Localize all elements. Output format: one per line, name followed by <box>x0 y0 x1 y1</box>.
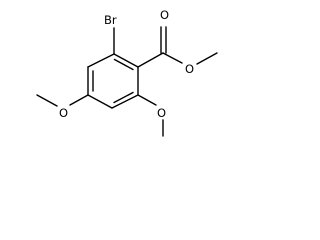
carbonyl-oxygen-label: O <box>160 8 169 22</box>
bond-c1-carbonyl-carbon <box>137 52 164 68</box>
bond-ester-oxygen-methyl <box>196 52 218 65</box>
ring-double-bond-c5-c6 <box>113 91 134 104</box>
ring-bond-c2-c3 <box>87 53 115 68</box>
para-methoxy-oxygen-label: O <box>59 106 68 120</box>
bond-c4-para-oxygen <box>69 94 89 106</box>
ring-bond-c5-c6 <box>111 94 139 109</box>
ring-double-bond-c1-c2 <box>113 58 134 71</box>
ortho-methoxy-oxygen-label: O <box>157 106 166 120</box>
bromine-atom-label: Br <box>104 13 117 27</box>
ring-bond-c4-c5 <box>87 94 113 109</box>
structure-canvas: Br O O O O <box>36 8 218 137</box>
bond-carbonyl-carbon-ester-oxygen <box>162 52 183 64</box>
bond-para-oxygen-methyl <box>36 94 58 107</box>
bond-c6-ortho-oxygen <box>137 94 157 106</box>
ester-oxygen-label: O <box>185 62 194 76</box>
benzene-ring <box>87 53 139 109</box>
ring-bond-c1-c2 <box>113 53 139 68</box>
